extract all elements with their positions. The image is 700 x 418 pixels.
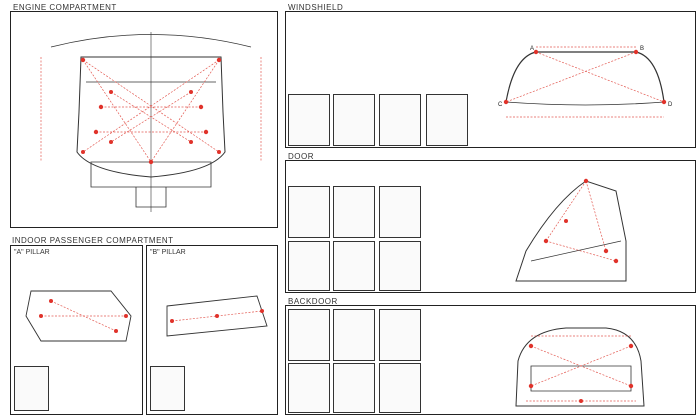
windshield-diagram: A B C D (498, 46, 673, 118)
point-label-b: B (640, 46, 644, 52)
backdoor-panel: BACKDOOR (285, 297, 696, 415)
b-pillar-panel: "B" PILLAR (146, 245, 278, 415)
measurement-points (80, 57, 222, 165)
engine-compartment-panel: ENGINE COMPARTMENT (10, 3, 278, 228)
a-pillar-diagram (25, 290, 132, 342)
b-pillar-title: "B" PILLAR (150, 249, 186, 256)
a-pillar-panel: "A" PILLAR (10, 245, 143, 415)
windshield-thumb-1 (288, 94, 330, 146)
door-thumb-6 (379, 241, 421, 291)
a-pillar-title: "A" PILLAR (14, 249, 50, 256)
door-thumb-3 (379, 186, 421, 238)
point-label-a: A (530, 46, 534, 52)
door-thumb-2 (333, 186, 375, 238)
point-label-d: D (668, 102, 673, 108)
door-title: DOOR (288, 152, 314, 161)
door-thumb-1 (288, 186, 330, 238)
backdoor-thumb-5 (333, 363, 375, 413)
door-panel: DOOR (285, 152, 696, 293)
passenger-compartment-title: INDOOR PASSENGER COMPARTMENT (12, 236, 174, 245)
backdoor-title: BACKDOOR (288, 297, 338, 306)
windshield-thumb-2 (333, 94, 375, 146)
engine-compartment-title: ENGINE COMPARTMENT (13, 3, 117, 12)
backdoor-thumb-4 (288, 363, 330, 413)
windshield-thumb-3 (379, 94, 421, 146)
b-pillar-diagram (166, 295, 268, 337)
backdoor-thumb-2 (333, 309, 375, 361)
point-label-c: C (498, 102, 503, 108)
engine-compartment-diagram (40, 32, 262, 212)
a-pillar-thumb (14, 366, 49, 411)
backdoor-thumb-1 (288, 309, 330, 361)
windshield-thumb-4 (426, 94, 468, 146)
door-diagram (515, 178, 627, 282)
b-pillar-thumb (150, 366, 185, 411)
backdoor-diagram (515, 327, 645, 407)
backdoor-thumb-3 (379, 309, 421, 361)
backdoor-thumb-6 (379, 363, 421, 413)
windshield-title: WINDSHIELD (288, 3, 344, 12)
windshield-panel: A B C D WINDSHIELD (285, 3, 696, 148)
door-thumb-4 (288, 241, 330, 291)
door-thumb-5 (333, 241, 375, 291)
